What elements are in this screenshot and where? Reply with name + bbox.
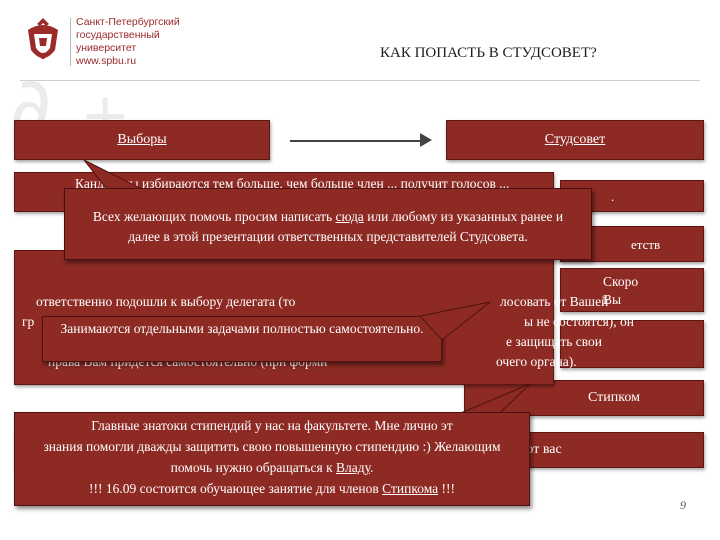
block-fragment: . <box>611 189 615 204</box>
flow-arrow <box>290 140 422 142</box>
studsovet-link[interactable]: Студсовет <box>544 132 606 147</box>
callout-tasks-text: Занимаются отдельными задачами полностью… <box>60 321 424 336</box>
delegate-line: ы не состоятся), он <box>524 314 635 329</box>
vlad-link[interactable]: Владу <box>336 460 371 475</box>
elections-block[interactable]: Выборы <box>14 120 270 160</box>
logo-divider <box>70 18 71 66</box>
delegate-line: гр <box>22 314 35 329</box>
write-here-link[interactable]: сюда <box>335 209 364 224</box>
page-number: 9 <box>680 498 686 512</box>
right-block-4 <box>560 320 704 368</box>
callout-all: Всех желающих помочь просим написать сюд… <box>64 188 592 260</box>
callout-all-text: или любому из указанных ранее и далее в … <box>128 209 564 244</box>
university-name: Санкт-Петербургский государственный унив… <box>76 16 216 68</box>
stipkom-link[interactable]: Стипкома <box>382 481 439 496</box>
callout-stip-text: знания помогли дважды защитить свою повы… <box>43 439 501 475</box>
spbu-emblem-icon <box>22 14 64 70</box>
callout-tail-icon <box>419 301 491 341</box>
block-fragment: етств <box>631 237 661 252</box>
university-line: университет <box>76 42 137 54</box>
callout-stip-text: Главные знатоки стипендий у нас на факул… <box>91 418 453 433</box>
block-fragment: Скоро <box>603 274 639 289</box>
callout-stip-text: !!! <box>438 481 456 496</box>
callout-all-text: Всех желающих помочь просим написать <box>92 209 336 224</box>
stipkom-label: Стипком <box>588 390 640 405</box>
delegate-line: ответственно подошли к выбору делегата (… <box>36 294 296 309</box>
delegate-line: очего органа). <box>496 354 577 369</box>
university-url: www.spbu.ru <box>76 55 137 67</box>
callout-stip-text: !!! 16.09 состоится обучающее занятие дл… <box>88 481 383 496</box>
studsovet-block[interactable]: Студсовет <box>446 120 704 160</box>
university-line: государственный <box>76 29 160 41</box>
block-fragment: Вы <box>603 292 622 307</box>
arrow-head-icon <box>420 133 432 147</box>
right-block-3: Скоро Вы <box>560 268 704 312</box>
delegate-line: е защищать свои <box>506 334 603 349</box>
university-line: Санкт-Петербургский <box>76 16 180 28</box>
header-divider <box>20 80 700 81</box>
callout-stip-text: . <box>370 460 374 475</box>
elections-link[interactable]: Выборы <box>117 132 167 147</box>
callout-tasks: Занимаются отдельными задачами полностью… <box>42 316 442 362</box>
delegate-line: лосовать от Вашей <box>500 294 609 309</box>
candidates-text: Кандидаты избираются тем больше, чем бол… <box>75 176 510 191</box>
page-title: КАК ПОПАСТЬ В СТУДСОВЕТ? <box>380 45 597 61</box>
callout-stipends: Главные знатоки стипендий у нас на факул… <box>14 412 530 506</box>
